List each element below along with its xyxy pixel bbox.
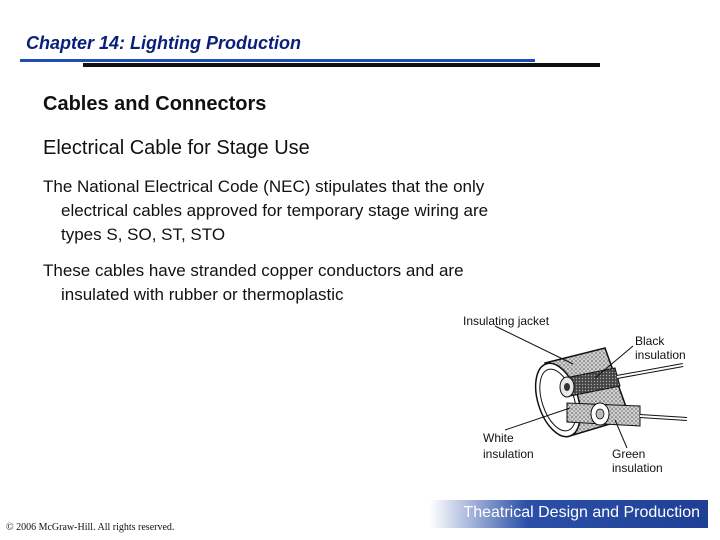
label-white-2: insulation (483, 447, 534, 461)
jacket-leader (494, 325, 574, 365)
copyright-notice: © 2006 McGraw-Hill. All rights reserved. (6, 522, 175, 533)
label-white-1: White (483, 431, 514, 445)
slide-subheading: Electrical Cable for Stage Use (43, 137, 310, 159)
white-green-conductor (566, 402, 688, 427)
label-insulating-jacket: Insulating jacket (463, 314, 550, 328)
footer-book-title: Theatrical Design and Production (463, 504, 700, 521)
paragraph-conductors-line1: These cables have stranded copper conduc… (43, 261, 464, 280)
green-leader (614, 419, 628, 449)
cable-diagram: Insulating jacket Black insulation White… (463, 314, 688, 475)
slide-heading: Cables and Connectors (43, 93, 267, 115)
paragraph-nec-line1: The National Electrical Code (NEC) stipu… (43, 177, 485, 196)
black-leader (594, 345, 634, 379)
footer-bar: Theatrical Design and Production (430, 500, 708, 528)
label-green-1: Green (612, 447, 645, 461)
paragraph-nec-line2: electrical cables approved for temporary… (61, 201, 489, 220)
label-black-1: Black (635, 334, 665, 348)
header-rule-blue (20, 59, 535, 62)
white-leader (504, 407, 571, 431)
black-conductor (559, 363, 684, 398)
paragraph-nec-line3: types S, SO, ST, STO (61, 225, 226, 244)
header-rule-black (83, 63, 600, 67)
label-black-2: insulation (635, 348, 686, 362)
chapter-title: Chapter 14: Lighting Production (26, 33, 301, 53)
paragraph-nec: The National Electrical Code (NEC) stipu… (43, 175, 583, 247)
paragraph-conductors: These cables have stranded copper conduc… (43, 259, 583, 307)
label-green-2: insulation (612, 461, 663, 475)
paragraph-conductors-line2: insulated with rubber or thermoplastic (61, 285, 344, 304)
